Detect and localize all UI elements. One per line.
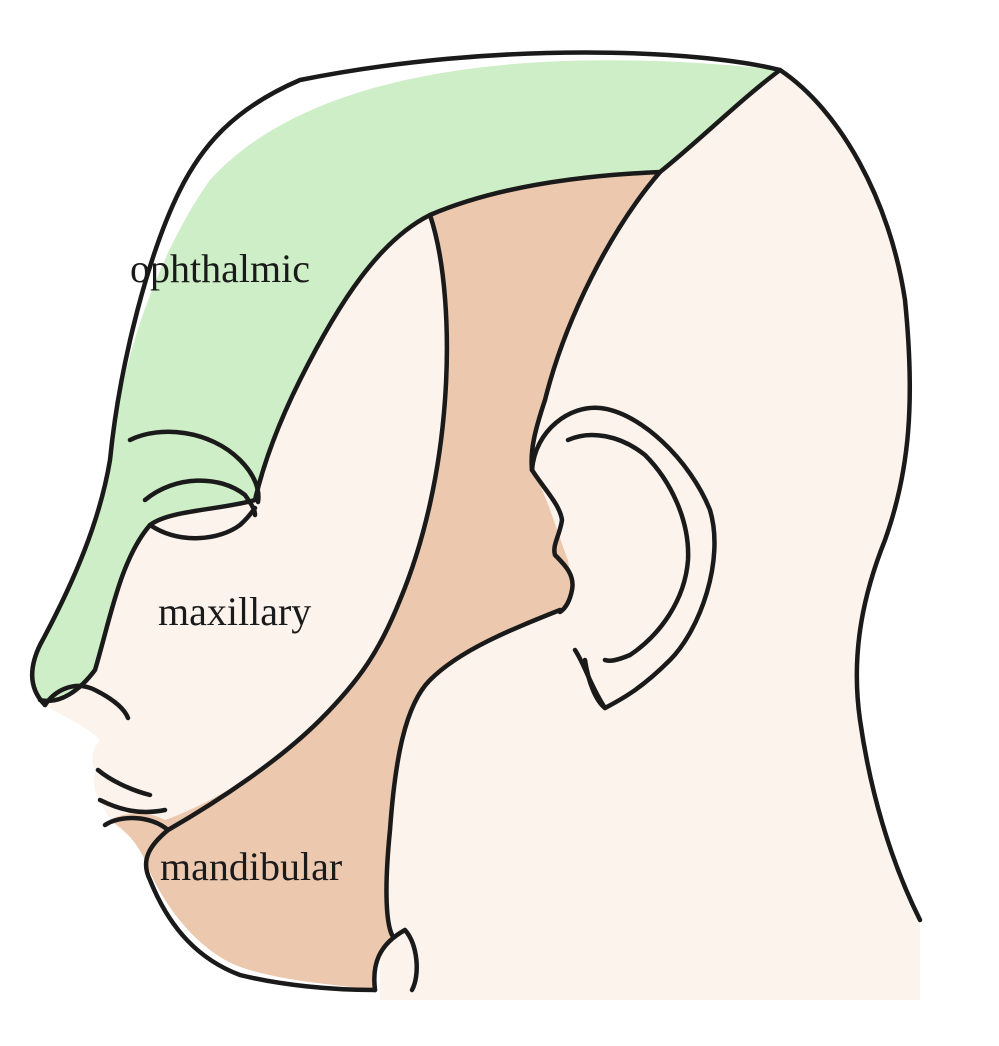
ophthalmic-boundary [37,67,783,704]
upper-lip-outline [95,767,153,798]
region-ophthalmic [31,60,780,701]
label-maxillary: maxillary [158,589,311,634]
jaw-boundary [384,607,563,938]
mandibular-boundary [529,169,663,473]
neck-front-outline [372,927,419,993]
label-mandibular: mandibular [160,844,342,889]
head-outline [29,50,923,923]
ear-tragus-outline [529,467,575,615]
chin-outline [102,815,378,993]
ear-inner-outline [565,432,691,664]
nose-outline [42,683,131,721]
eyebrow-outline [127,429,261,505]
earlobe-outline [572,647,608,711]
lower-eyelid-outline [147,505,258,541]
maxillary-boundary [165,212,450,833]
region-mandibular [110,172,660,990]
lower-lip-outline [97,797,168,815]
label-ophthalmic: ophthalmic [130,246,310,291]
